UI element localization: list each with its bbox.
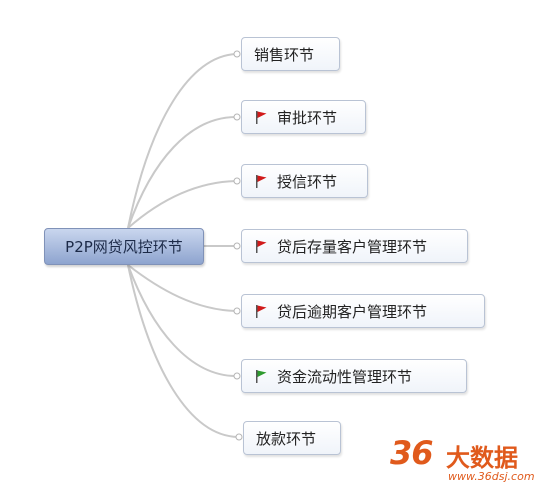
node-sales[interactable]: 销售环节 [241, 37, 340, 71]
red-flag-icon [256, 111, 267, 124]
root-node[interactable]: P2P网贷风控环节 [44, 228, 204, 265]
red-flag-icon [256, 240, 267, 253]
watermark-url: www.36dsj.com [448, 470, 535, 483]
node-post-loan-overdue-label: 贷后逾期客户管理环节 [277, 302, 428, 321]
red-flag-icon [256, 305, 267, 318]
watermark-logo: 36 大数据 www.36dsj.com [390, 434, 536, 490]
node-liquidity-label: 资金流动性管理环节 [277, 367, 413, 386]
node-post-loan-existing-label: 贷后存量客户管理环节 [277, 237, 428, 256]
node-approval-label: 审批环节 [277, 108, 338, 127]
root-node-label: P2P网贷风控环节 [65, 238, 183, 256]
node-disbursement[interactable]: 放款环节 [243, 421, 341, 455]
red-flag-icon [256, 175, 267, 188]
node-post-loan-overdue[interactable]: 贷后逾期客户管理环节 [241, 294, 485, 328]
node-credit-label: 授信环节 [277, 172, 338, 191]
node-post-loan-existing[interactable]: 贷后存量客户管理环节 [241, 229, 468, 263]
node-sales-label: 销售环节 [254, 45, 315, 64]
node-liquidity[interactable]: 资金流动性管理环节 [241, 359, 467, 393]
node-approval[interactable]: 审批环节 [241, 100, 366, 134]
node-credit[interactable]: 授信环节 [241, 164, 368, 198]
watermark-brand: 大数据 [446, 444, 518, 472]
node-disbursement-label: 放款环节 [256, 429, 317, 448]
green-flag-icon [256, 370, 267, 383]
watermark-number: 36 [390, 434, 434, 472]
